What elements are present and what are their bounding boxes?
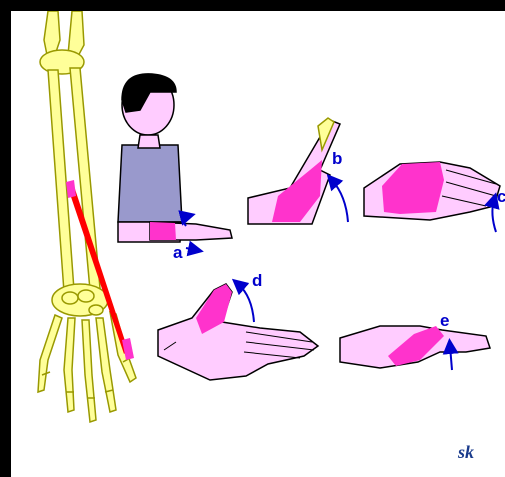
figure-person-a xyxy=(118,74,232,242)
humerus-bone xyxy=(44,11,60,55)
figure-hand-e xyxy=(340,326,490,368)
hand-d xyxy=(158,284,318,380)
motion-arrow-b xyxy=(332,180,348,222)
finger-bones xyxy=(38,312,136,422)
figure-hand-c xyxy=(364,162,500,220)
label-e: e xyxy=(440,311,449,330)
label-c: c xyxy=(497,187,505,206)
muscle-diagram: a b c xyxy=(11,11,505,477)
figure-hand-d xyxy=(158,284,318,380)
shirt xyxy=(118,145,182,222)
label-d: d xyxy=(252,271,262,290)
label-b: b xyxy=(332,149,342,168)
illustration-canvas: a b c xyxy=(11,11,505,477)
signature-mark: sk xyxy=(458,442,474,463)
label-a: a xyxy=(173,243,183,262)
figure-hand-b xyxy=(248,118,340,224)
